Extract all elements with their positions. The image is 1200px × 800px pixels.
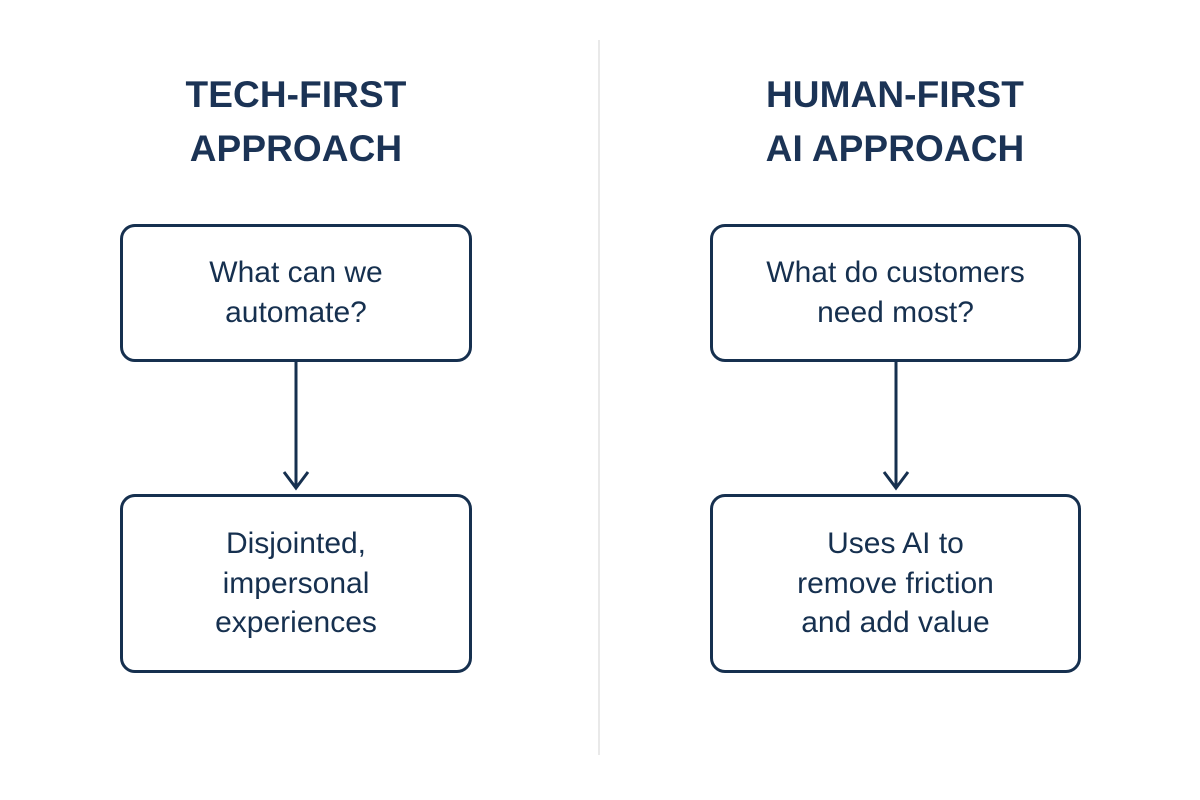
column-heading-human-first: HUMAN-FIRST AI APPROACH: [765, 74, 1025, 170]
arrow-down-icon: [282, 362, 310, 491]
node-label: Disjointed, impersonal experiences: [215, 526, 377, 640]
connector-human-arrow: [876, 362, 916, 494]
node-label: What do customers need most?: [766, 256, 1025, 329]
arrow-down-icon: [882, 362, 910, 491]
node-tech-question: What can we automate?: [120, 224, 472, 362]
node-label: Uses AI to remove friction and add value: [797, 526, 994, 640]
node-label: What can we automate?: [209, 256, 383, 329]
connector-tech-arrow: [276, 362, 316, 494]
column-divider: [598, 40, 600, 755]
node-tech-outcome: Disjointed, impersonal experiences: [120, 494, 472, 673]
column-human-first: HUMAN-FIRST AI APPROACH What do customer…: [615, 0, 1175, 800]
node-human-outcome: Uses AI to remove friction and add value: [710, 494, 1081, 673]
column-tech-first: TECH-FIRST APPROACH What can we automate…: [16, 0, 576, 800]
node-human-question: What do customers need most?: [710, 224, 1081, 362]
column-heading-tech-first: TECH-FIRST APPROACH: [185, 74, 407, 170]
